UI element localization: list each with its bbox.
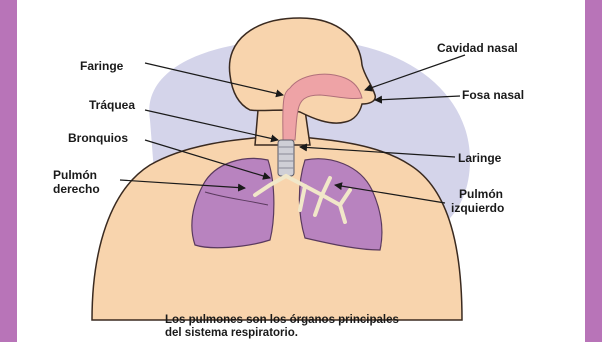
label-traquea: Tráquea [89,98,135,112]
caption-line2: del sistema respiratorio. [165,327,298,339]
label-cavidad-nasal: Cavidad nasal [437,41,518,55]
label-pulmon-izquierdo-line2: izquierdo [451,201,504,215]
head-shape [229,18,375,123]
label-pulmon-izquierdo-line1: Pulmón [459,187,503,201]
label-pulmon-derecho-line1: Pulmón [53,168,97,182]
torso-shape [92,137,462,320]
label-fosa-nasal: Fosa nasal [462,88,524,102]
label-pulmon-derecho-line2: derecho [53,182,100,196]
label-laringe: Laringe [458,151,502,165]
label-bronquios: Bronquios [68,131,128,145]
caption-line1: Los pulmones son los órganos principales [165,314,399,326]
label-faringe: Faringe [80,59,124,73]
trachea-shape [278,140,294,176]
